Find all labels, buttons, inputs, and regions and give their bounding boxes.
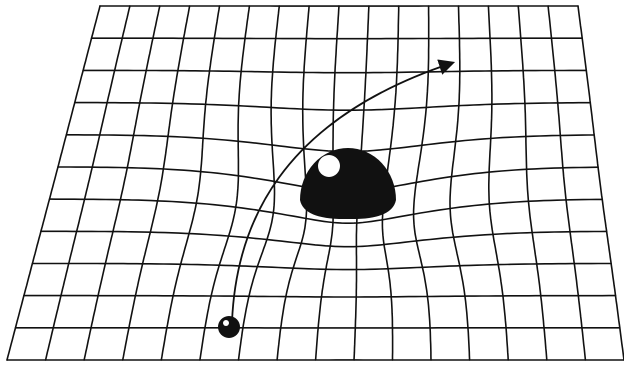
grid-row-line bbox=[24, 296, 616, 297]
grid-column-line bbox=[46, 6, 130, 360]
massive-body-highlight bbox=[318, 155, 340, 177]
grid-column-line bbox=[518, 6, 547, 360]
grid-column-line bbox=[200, 6, 250, 360]
massive-body-sphere bbox=[300, 148, 396, 219]
massive-body bbox=[300, 148, 396, 219]
test-particle-highlight bbox=[223, 320, 229, 326]
grid-column-line bbox=[161, 6, 219, 360]
test-particle-sphere bbox=[218, 316, 240, 338]
grid-column-line bbox=[488, 6, 508, 360]
grid-column-line bbox=[578, 6, 624, 360]
grid-column-line bbox=[414, 6, 431, 360]
test-particle bbox=[218, 316, 240, 338]
grid-column-line bbox=[84, 6, 160, 360]
grid-row-line bbox=[66, 135, 594, 152]
grid-row-line bbox=[41, 231, 607, 246]
grid-column-line bbox=[450, 6, 470, 360]
grid-row-line bbox=[32, 264, 611, 270]
grid-column-line bbox=[7, 6, 100, 360]
grid-row-line bbox=[75, 103, 591, 111]
grid-column-line bbox=[548, 6, 585, 360]
grid-column-line bbox=[123, 6, 190, 360]
grid-column-line bbox=[239, 6, 280, 360]
